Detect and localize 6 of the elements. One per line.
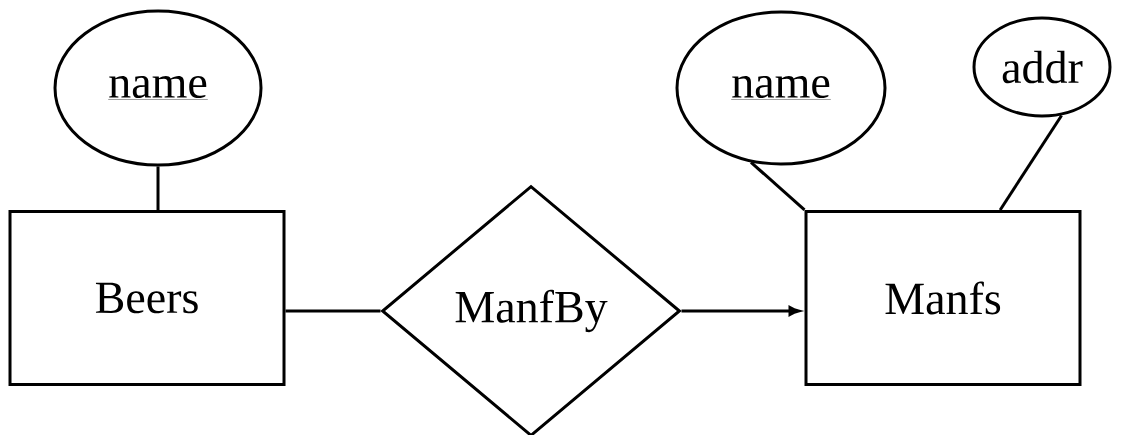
entity-box: Beers [8,210,286,386]
entity-box: Manfs [804,210,1082,386]
connector-line [750,161,806,212]
connector-line [285,309,381,313]
connector-line [156,166,160,210]
connector-line [998,114,1063,211]
